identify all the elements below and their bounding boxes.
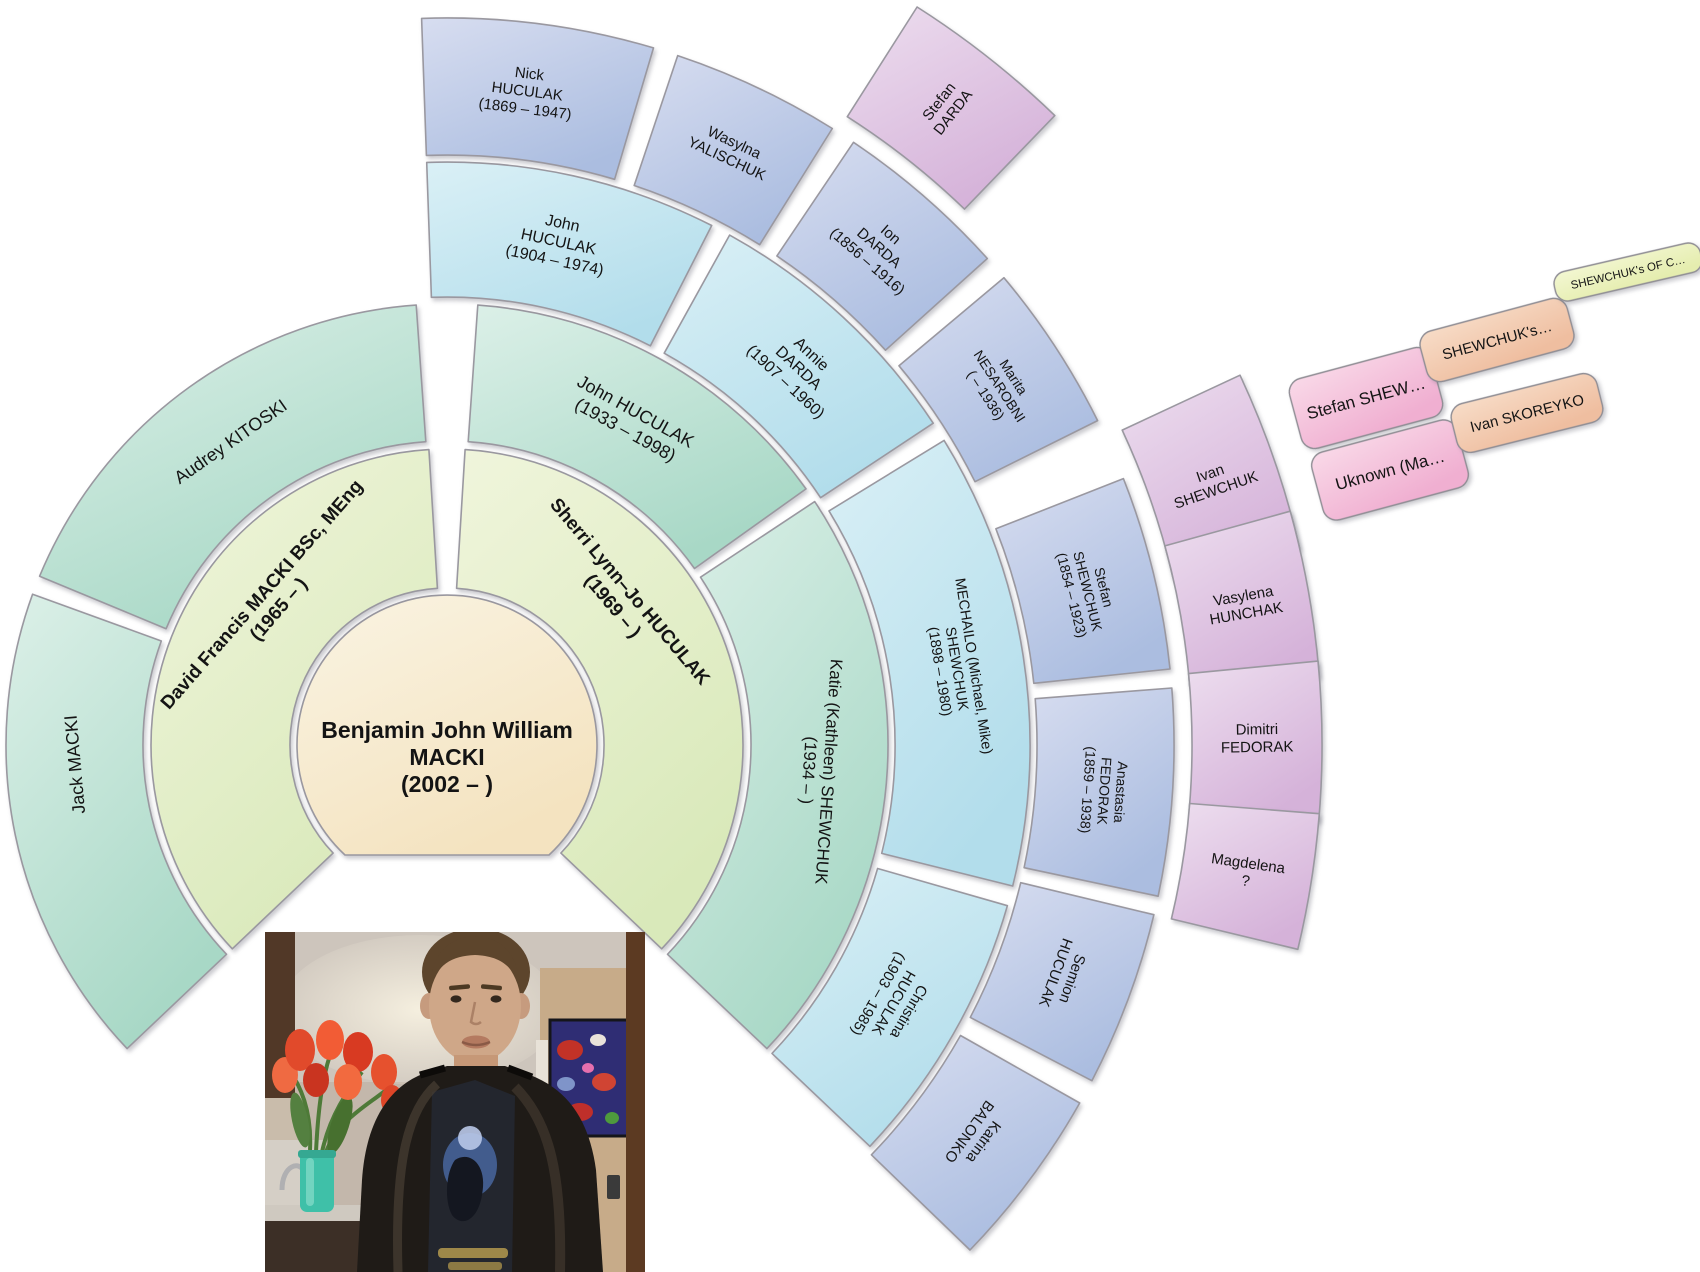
segment-semion-huculak[interactable]	[969, 881, 1155, 1082]
portrait-photo	[265, 932, 645, 1272]
photo-person	[357, 932, 603, 1272]
photo-counter	[265, 1205, 365, 1223]
segment-sherri-huculak[interactable]	[455, 448, 744, 950]
segment-annie-darda[interactable]	[663, 234, 934, 499]
box-shewchuks-truncated[interactable]	[1417, 295, 1577, 385]
segment-mechailo-shewchuk[interactable]	[828, 439, 1031, 887]
photo-counter-base	[265, 1221, 365, 1272]
segment-stefan-darda[interactable]	[846, 6, 1056, 210]
photo-painting	[548, 1018, 636, 1138]
segment-katrina-balonko[interactable]	[870, 1034, 1081, 1251]
segment-anastasia-fedorak[interactable]	[1023, 687, 1175, 897]
segment-david-macki[interactable]	[150, 448, 439, 950]
photo-wall-switch	[607, 1175, 620, 1199]
segment-john-huculak-1904[interactable]	[425, 161, 713, 347]
segment-jack-macki[interactable]	[5, 593, 228, 1050]
segment-nick-huculak[interactable]	[420, 17, 655, 181]
segment-john-huculak-1933[interactable]	[467, 304, 807, 570]
segment-christina-huculak[interactable]	[771, 867, 1009, 1148]
segment-benjamin-macki[interactable]	[296, 594, 598, 856]
photo-tulip-bouquet	[272, 1020, 403, 1154]
photo-door-frame	[626, 932, 645, 1272]
segment-stefan-shewchuk[interactable]	[995, 477, 1171, 685]
segment-magdelena[interactable]	[1170, 802, 1321, 951]
segment-audrey-kitoski[interactable]	[38, 304, 427, 630]
segment-ion-darda[interactable]	[776, 141, 989, 351]
box-shewchuks-of-c-truncated[interactable]	[1552, 241, 1700, 304]
segment-dimitri-fedorak[interactable]	[1187, 660, 1323, 823]
box-ivan-skoreyko[interactable]	[1448, 371, 1606, 456]
segment-wasylna-yalischuk[interactable]	[633, 54, 834, 246]
photo-mason-jar	[298, 1150, 336, 1212]
segment-katie-shewchuk[interactable]	[666, 500, 889, 1050]
segment-marita-nesarobni[interactable]	[898, 276, 1099, 483]
